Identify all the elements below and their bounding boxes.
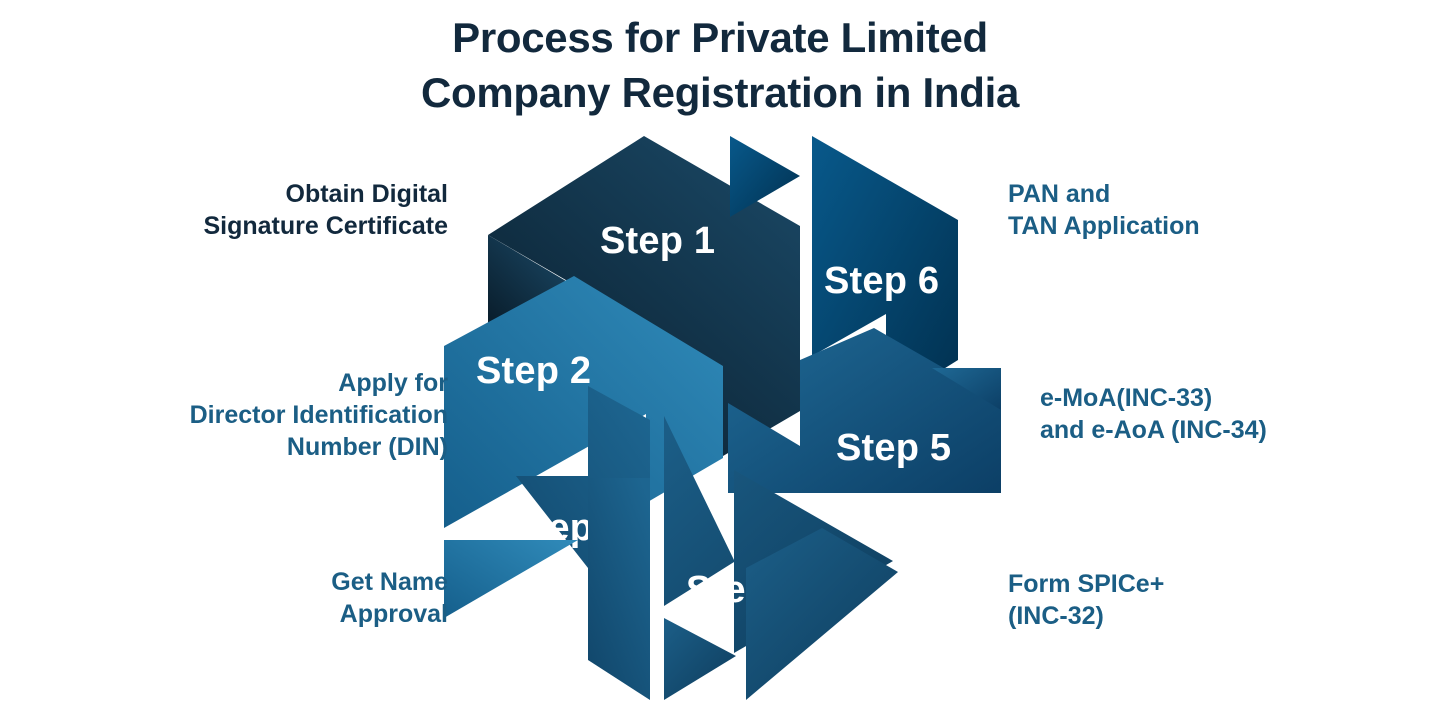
blade-label-step-1: Step 1 — [600, 220, 715, 262]
tail-shape-step-5 — [932, 368, 1001, 410]
blade-shape-step-4-lower — [746, 528, 898, 700]
page-title-line-2: Company Registration in India — [420, 69, 1020, 117]
blade-shape-step-3-lower — [588, 478, 650, 700]
pinwheel-blade-step-2[interactable]: Step 2 — [444, 276, 723, 528]
blade-shape-step-2 — [444, 276, 723, 528]
blade-label-step-2: Step 2 — [476, 350, 591, 392]
tail-shape-step-4 — [664, 618, 736, 700]
blade-shape-step-1 — [488, 136, 800, 456]
blade-shape-step-6 — [812, 136, 958, 405]
pinwheel-tail-step-2 — [444, 540, 578, 618]
tail-shape-step-1 — [488, 235, 566, 326]
pinwheel-blade-step-3-lower — [588, 478, 650, 700]
pinwheel-blade-step-1[interactable]: Step 1 — [488, 136, 800, 456]
caption-step-1: Obtain Digital Signature Certificate — [203, 180, 448, 240]
blade-shape-step-5 — [728, 328, 1001, 493]
caption-step-4: Form SPICe+ (INC-32) — [1008, 570, 1165, 630]
caption-step-5: e-MoA(INC-33) and e-AoA (INC-34) — [1040, 384, 1267, 444]
caption-step-2: Apply for Director Identification Number… — [189, 369, 448, 461]
caption-step-6: PAN and TAN Application — [1008, 180, 1200, 240]
caption-step-3: Get Name Approval — [331, 568, 448, 628]
blade-label-step-6: Step 6 — [824, 260, 939, 302]
page-title: Process for Private Limited Company Regi… — [0, 10, 1440, 121]
pinwheel-tail-step-4 — [664, 618, 736, 700]
page-title-line-1: Process for Private Limited — [452, 14, 988, 61]
pinwheel-diagram: Step 1 Step 6 Step 2 Step 5 — [444, 136, 1001, 700]
blade-label-step-5: Step 5 — [836, 427, 951, 469]
pinwheel-tail-step-1 — [488, 235, 566, 326]
pinwheel-blade-step-6[interactable]: Step 6 — [812, 136, 958, 405]
pinwheel-blade-step-4-lower — [746, 528, 898, 700]
tail-shape-step-6 — [730, 136, 800, 217]
tail-shape-step-2 — [444, 540, 578, 618]
pinwheel-blade-step-5[interactable]: Step 5 — [728, 328, 1001, 493]
pinwheel-tail-step-6 — [730, 136, 800, 217]
pinwheel-tail-step-5 — [932, 368, 1001, 410]
